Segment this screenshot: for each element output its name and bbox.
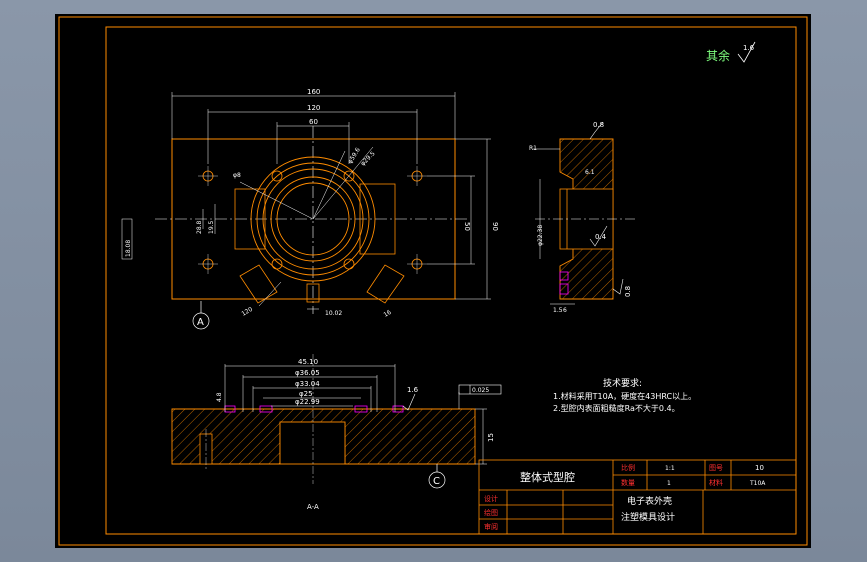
- section-dim-22: φ22.99: [295, 398, 320, 406]
- drawing-canvas: 其余 1.6: [58, 16, 808, 546]
- tb-label-material: 材料: [709, 478, 723, 487]
- section-marker-a: A: [197, 317, 204, 328]
- dim-bottom-10: 10.02: [325, 310, 342, 317]
- dim-overall-width: 160: [307, 88, 320, 96]
- tb-label-qty: 数量: [621, 478, 635, 487]
- dim-left-box: 18.08: [125, 240, 132, 257]
- general-roughness: 其余 1.6: [706, 41, 756, 63]
- side-dim-61: 6.1: [585, 169, 595, 176]
- section-view-label: A-A: [307, 503, 319, 511]
- section-dim-25: φ25: [299, 390, 313, 398]
- dim-width-120: 120: [307, 104, 320, 112]
- tb-value-ratio: 1:1: [665, 465, 675, 472]
- tb-label-draw: 绘图: [484, 508, 498, 517]
- section-view: 45.10 φ36.05 φ33.04 φ25 φ22.99 15 4.8 1.…: [171, 354, 502, 511]
- section-dim-vertical: 4.8: [216, 392, 223, 402]
- tech-title: 技术要求:: [603, 377, 642, 389]
- tb-part-name: 整体式型腔: [520, 470, 575, 484]
- tech-item-1: 1.材料采用T10A，硬度在43HRC以上。: [553, 391, 696, 401]
- dim-overall-height: 90: [491, 222, 499, 231]
- side-view: R1 φ22.38 0.8 0.4 0.8 6.1 1.5 6: [529, 121, 635, 314]
- side-dim-15: 1.5: [553, 307, 563, 314]
- tech-item-2: 2.型腔内表面粗糙度Ra不大于0.4。: [553, 403, 680, 413]
- side-roughness-top: 0.8: [593, 121, 604, 129]
- tb-label-drawing-no: 图号: [709, 464, 723, 472]
- tech-requirements: 技术要求: 1.材料采用T10A，硬度在43HRC以上。 2.型腔内表面粗糙度R…: [553, 377, 696, 413]
- roughness-general-label: 其余: [706, 48, 730, 63]
- side-roughness-right: 0.8: [624, 286, 632, 297]
- tb-label-ratio: 比例: [621, 463, 635, 472]
- tb-project-line-2: 注塑模具设计: [621, 511, 675, 523]
- tb-label-design: 设计: [484, 494, 498, 503]
- dim-diam-mid: φ29.5: [359, 150, 376, 167]
- roughness-general-value: 1.6: [743, 44, 755, 52]
- section-roughness: 1.6: [407, 386, 419, 394]
- title-block: [478, 459, 797, 535]
- inner-frame: [105, 26, 797, 535]
- side-dim-diam: φ22.38: [537, 225, 544, 246]
- top-view: 160 120 60 90 50 φ59.6 φ29.5 φ8 28.8 19.…: [121, 88, 499, 330]
- outer-frame: [58, 16, 808, 546]
- side-dim-6: 6: [563, 307, 567, 314]
- section-dim-36: φ36.05: [295, 369, 320, 377]
- tb-value-drawing-no: 10: [755, 464, 764, 472]
- dim-angled-120: 120: [241, 306, 255, 318]
- dim-height-50: 50: [463, 222, 471, 231]
- section-marker-c: C: [433, 476, 440, 487]
- dim-left-v2: 19.5: [208, 220, 215, 234]
- dim-left-v1: 28.8: [196, 220, 203, 234]
- section-dim-45: 45.10: [298, 358, 318, 366]
- dim-diam-small: φ8: [233, 172, 241, 179]
- section-dim-33: φ33.04: [295, 380, 320, 388]
- side-roughness-mid: 0.4: [595, 233, 607, 241]
- tb-value-qty: 1: [667, 480, 671, 487]
- side-dim-top: R1: [529, 145, 537, 152]
- drawing-sheet: 其余 1.6: [55, 14, 811, 548]
- tb-value-material: T10A: [749, 480, 766, 487]
- dim-angled-16: 16: [383, 309, 393, 319]
- tb-label-check: 审阅: [484, 522, 498, 531]
- section-dim-height-15: 15: [487, 433, 495, 442]
- dim-width-60: 60: [309, 118, 318, 126]
- tb-project-line-1: 电子表外壳: [627, 495, 672, 507]
- title-block-text: 整体式型腔 比例 数量 图号 材料 1:1 1 10 T10A 设计 绘图 审阅…: [484, 463, 766, 531]
- section-tolerance: 0.025: [472, 387, 489, 394]
